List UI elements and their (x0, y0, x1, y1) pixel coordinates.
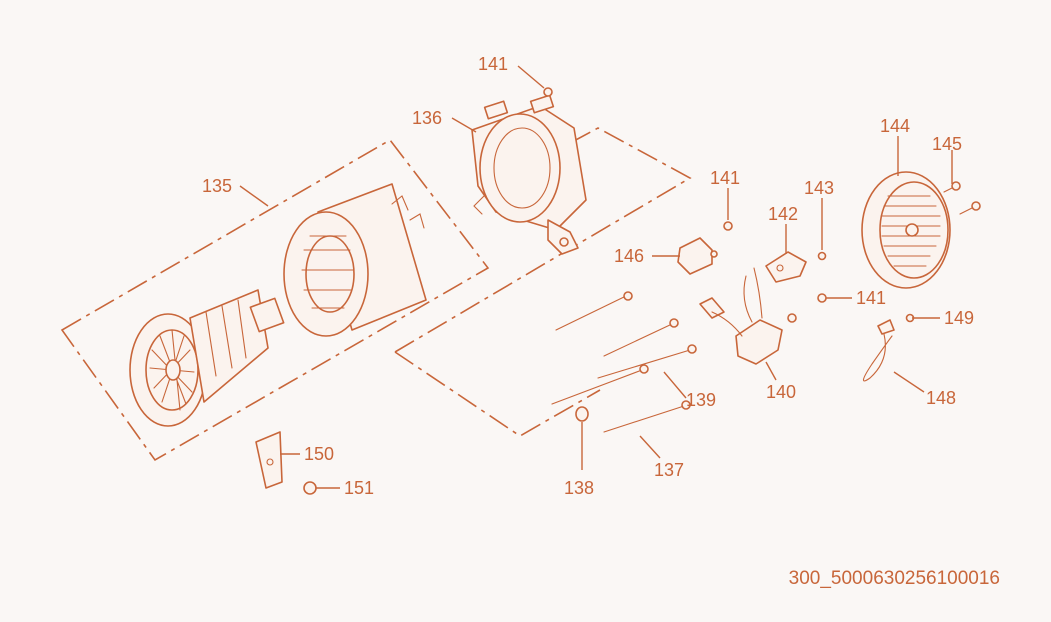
small-screw-mid-part (723, 221, 733, 231)
callout-149: 149 (944, 308, 974, 328)
bracket-part (765, 251, 807, 283)
callout-138: 138 (564, 478, 594, 498)
callout-143: 143 (804, 178, 834, 198)
assembly-boundary-rotor-stator (60, 138, 490, 462)
callout-141-top: 141 (478, 54, 508, 74)
callout-144: 144 (880, 116, 910, 136)
through-bolts-part (551, 291, 697, 433)
grounding-tab-part (255, 431, 283, 489)
brush-holder-part (677, 237, 718, 275)
callout-142: 142 (768, 204, 798, 224)
leader-lines (239, 65, 953, 489)
rotor-fan-part (129, 289, 285, 427)
callout-150: 150 (304, 444, 334, 464)
cover-screws-part (943, 181, 981, 215)
stator-part (283, 183, 427, 337)
callout-146: 146 (614, 246, 644, 266)
callout-141-right: 141 (856, 288, 886, 308)
wire-harness-part (862, 313, 915, 382)
rear-cover-part (861, 171, 951, 289)
diagram-code: 300_5000630256100016 (789, 568, 1000, 589)
tab-screw-part (303, 481, 317, 495)
regulator-screw-part (817, 293, 827, 303)
small-screw-top-part (543, 87, 553, 97)
end-bracket-housing-part (471, 94, 587, 255)
callout-137: 137 (654, 460, 684, 480)
callout-151: 151 (344, 478, 374, 498)
callout-145: 145 (932, 134, 962, 154)
callout-135: 135 (202, 176, 232, 196)
callout-136: 136 (412, 108, 442, 128)
regulator-part (699, 267, 797, 365)
bracket-screw-part (817, 251, 827, 261)
callout-139: 139 (686, 390, 716, 410)
washer-part (575, 406, 589, 422)
callout-141-mid: 141 (710, 168, 740, 188)
callout-148: 148 (926, 388, 956, 408)
callout-140: 140 (766, 382, 796, 402)
assembly-boundary-housing (394, 127, 692, 437)
